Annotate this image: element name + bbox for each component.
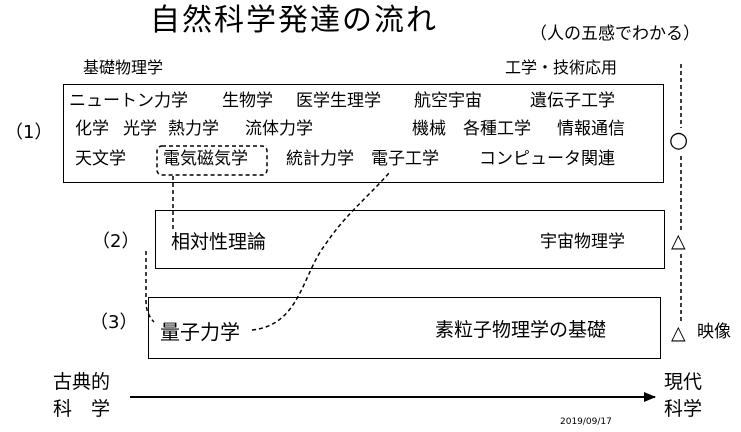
connector-quantum-to-electronics bbox=[251, 171, 391, 331]
mark-circle: ○ bbox=[669, 128, 689, 153]
row3-box bbox=[148, 297, 661, 359]
mark-triangle-row2: △ bbox=[671, 230, 686, 252]
field-computer-related: コンピュータ関連 bbox=[479, 149, 615, 169]
connector-relativity-to-quantum bbox=[145, 251, 155, 323]
field-optics: 光学 bbox=[123, 119, 157, 139]
field-electronic-engineering: 電子工学 bbox=[371, 149, 439, 169]
field-statistical-mechanics: 統計力学 bbox=[286, 149, 354, 169]
field-medical-physiology: 医学生理学 bbox=[296, 91, 381, 111]
page-title: 自然科学発達の流れ bbox=[150, 3, 438, 38]
mark-triangle-row3: △ bbox=[671, 322, 686, 344]
modern-science-line1: 現代 bbox=[664, 371, 703, 393]
field-aerospace: 航空宇宙 bbox=[414, 91, 482, 111]
field-biology: 生物学 bbox=[222, 91, 273, 111]
header-engineering: 工学・技術応用 bbox=[505, 58, 618, 77]
row1-box bbox=[63, 84, 664, 183]
modern-science-line2: 科学 bbox=[664, 398, 703, 420]
mark-video-note: 映像 bbox=[697, 322, 731, 342]
field-genetic-engineering: 遺伝子工学 bbox=[530, 91, 615, 111]
row2-box bbox=[155, 210, 665, 269]
field-newtonian-mechanics: ニュートン力学 bbox=[69, 91, 188, 111]
field-fluid-dynamics: 流体力学 bbox=[245, 119, 313, 139]
classical-science-line1: 古典的 bbox=[53, 371, 111, 393]
field-mechanical: 機械 bbox=[412, 119, 446, 139]
row3-label: （3） bbox=[90, 312, 138, 333]
field-info-communication: 情報通信 bbox=[557, 119, 625, 139]
field-particle-physics-basics: 素粒子物理学の基礎 bbox=[435, 319, 607, 341]
senses-note: （人の五感でわかる） bbox=[530, 24, 700, 44]
field-chemistry: 化学 bbox=[75, 119, 109, 139]
classical-science-line2: 科 学 bbox=[53, 398, 111, 420]
field-thermodynamics: 熱力学 bbox=[168, 119, 219, 139]
row1-label: （1） bbox=[5, 122, 53, 143]
row2-label: （2） bbox=[92, 231, 140, 252]
field-electromagnetism: 電気磁気学 bbox=[163, 149, 248, 169]
date-stamp: 2019/09/17 bbox=[560, 417, 612, 427]
field-astronomy: 天文学 bbox=[75, 149, 126, 169]
header-basic-physics: 基礎物理学 bbox=[83, 58, 164, 77]
field-astrophysics: 宇宙物理学 bbox=[540, 232, 625, 252]
electromagnetism-highlight bbox=[156, 145, 268, 176]
field-various-engineering: 各種工学 bbox=[463, 119, 531, 139]
field-quantum-mechanics: 量子力学 bbox=[160, 320, 240, 344]
field-relativity: 相対性理論 bbox=[171, 231, 267, 253]
